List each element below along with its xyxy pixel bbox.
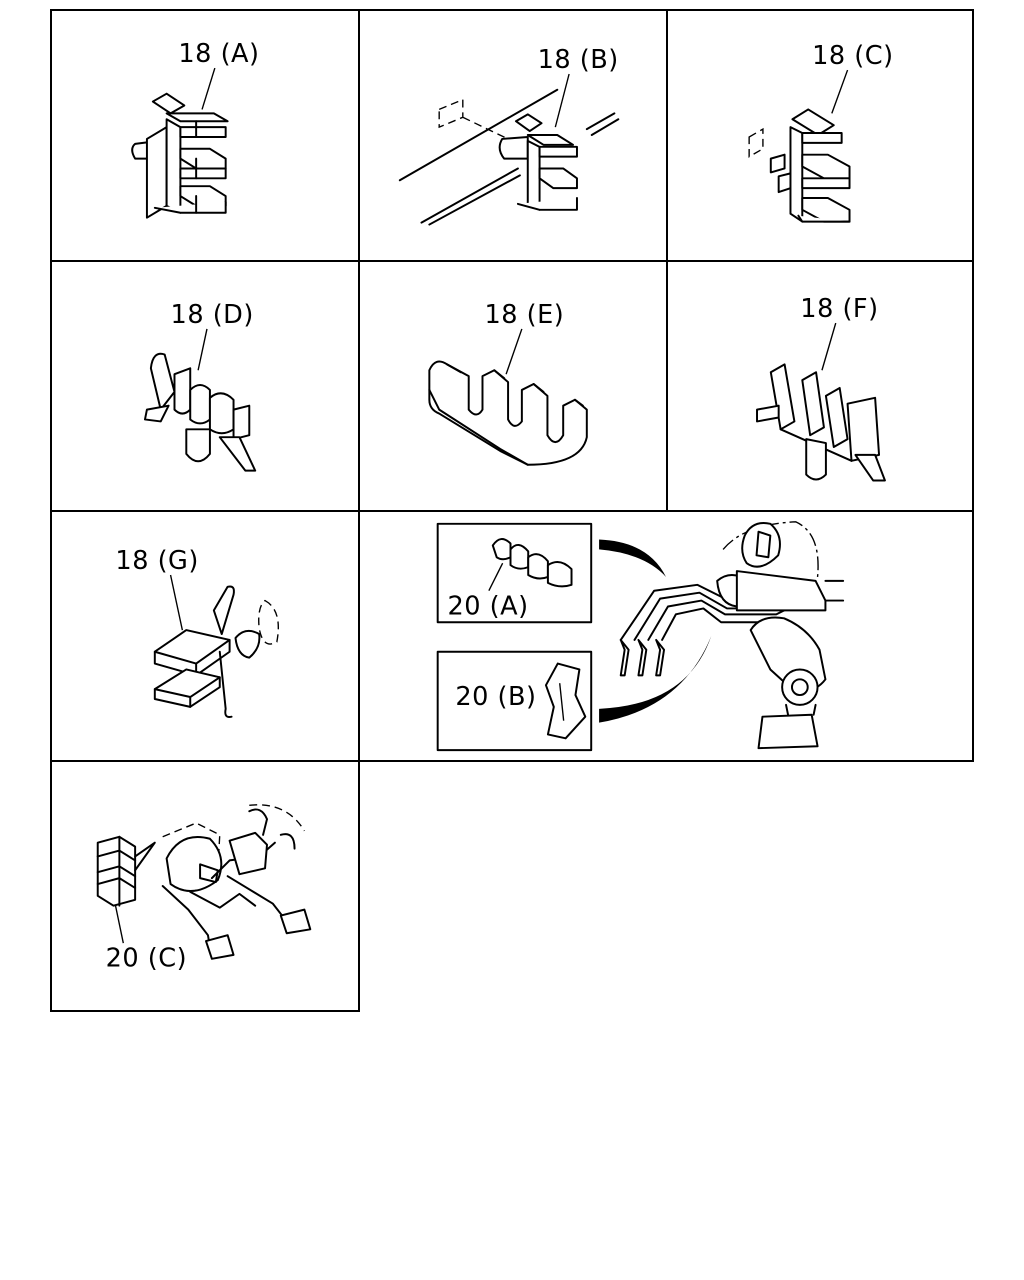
clip-18b-drawing: 18 (B) bbox=[398, 45, 620, 226]
clip-18g-drawing: 18 (G) bbox=[115, 546, 280, 718]
clip-20c-label: 20 (C) bbox=[106, 944, 187, 974]
clip-18a-label: 18 (A) bbox=[178, 39, 259, 69]
panel-clip-18b: 18 (B) bbox=[358, 9, 668, 262]
panel-clip-18d: 18 (D) bbox=[50, 260, 360, 512]
panel-pipe-clips: 20 (A) 20 (B) bbox=[358, 510, 974, 762]
clip-18g-label: 18 (G) bbox=[115, 546, 198, 576]
clip-18f-label: 18 (F) bbox=[800, 294, 878, 324]
panel-clip-20c: 20 (C) bbox=[50, 760, 360, 1012]
panel-clip-18f: 18 (F) bbox=[666, 260, 974, 512]
clip-18c-label: 18 (C) bbox=[812, 41, 893, 71]
clip-18a-drawing: 18 (A) bbox=[131, 39, 259, 219]
pipe-assembly-drawing: 20 (A) 20 (B) bbox=[436, 521, 845, 752]
panel-clip-18g: 18 (G) bbox=[50, 510, 360, 762]
panel-clip-18c: 18 (C) bbox=[666, 9, 974, 262]
clip-20c-drawing: 20 (C) bbox=[96, 804, 312, 974]
clip-20a-label: 20 (A) bbox=[448, 591, 529, 621]
clip-18e-drawing: 18 (E) bbox=[428, 300, 588, 466]
clip-20b-label: 20 (B) bbox=[455, 682, 536, 712]
clip-18d-drawing: 18 (D) bbox=[143, 300, 257, 472]
panel-clip-18a: 18 (A) bbox=[50, 9, 360, 262]
clip-18d-label: 18 (D) bbox=[171, 300, 254, 330]
clip-18f-drawing: 18 (F) bbox=[756, 294, 886, 482]
clip-18e-label: 18 (E) bbox=[484, 300, 564, 330]
clip-18b-label: 18 (B) bbox=[538, 45, 619, 75]
panel-clip-18e: 18 (E) bbox=[358, 260, 668, 512]
clip-18c-drawing: 18 (C) bbox=[748, 41, 893, 223]
